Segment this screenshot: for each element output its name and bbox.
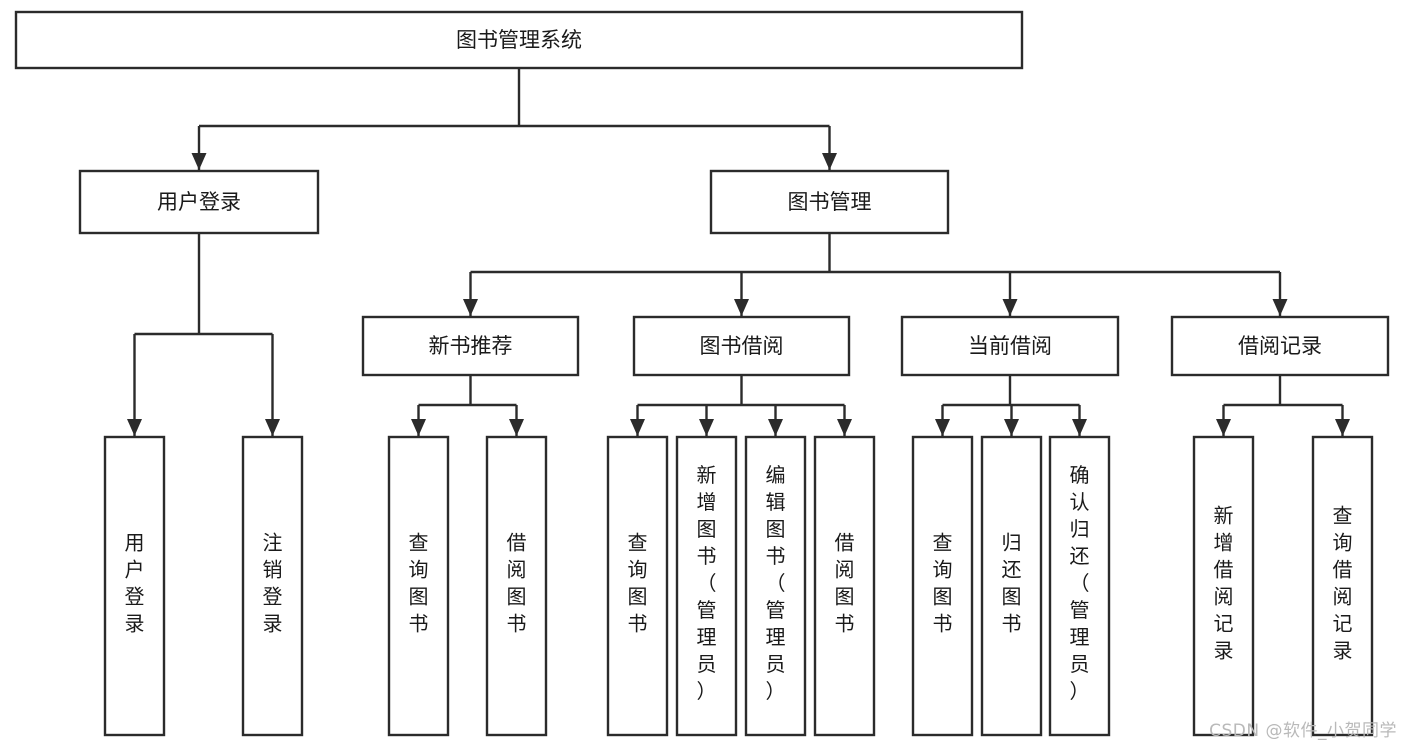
root-label: 图书管理系统 (456, 28, 582, 52)
leaf-label: 用户登录 (125, 531, 145, 636)
leaf-box[interactable] (387, 435, 450, 737)
arrow-head-icon (463, 299, 478, 316)
leaf-box[interactable] (980, 435, 1043, 737)
arrow-head-icon (1002, 299, 1018, 316)
level2-node[interactable]: 当前借阅 (900, 315, 1120, 377)
level2-node[interactable]: 借阅记录 (1170, 315, 1390, 377)
level2-box[interactable] (1170, 315, 1390, 377)
leaf-label: 新增图书（管理员） (697, 463, 717, 703)
leaf-box[interactable] (485, 435, 548, 737)
arrow-head-icon (1272, 299, 1288, 316)
leaf-node[interactable]: 新增图书（管理员） (675, 435, 738, 737)
arrow-head-icon (509, 419, 524, 436)
leaf-node[interactable]: 确认归还（管理员） (1048, 435, 1111, 737)
leaf-label: 查询图书 (628, 531, 648, 636)
leaf-label: 确认归还（管理员） (1070, 463, 1090, 703)
leaf-node[interactable]: 归还图书 (980, 435, 1043, 737)
leaf-node[interactable]: 查询借阅记录 (1311, 435, 1374, 737)
arrow-head-icon (411, 419, 426, 436)
arrow-head-icon (630, 419, 645, 436)
csdn-watermark: CSDN @软件_小贺同学 (1209, 721, 1397, 741)
leaf-label: 查询图书 (409, 531, 429, 636)
leaf-node[interactable]: 查询图书 (911, 435, 974, 737)
arrow-head-icon (1072, 419, 1087, 436)
leaf-node[interactable]: 查询图书 (387, 435, 450, 737)
arrow-head-icon (935, 419, 950, 436)
level2-box[interactable] (900, 315, 1120, 377)
leaf-node[interactable]: 借阅图书 (485, 435, 548, 737)
leaf-box[interactable] (911, 435, 974, 737)
level1-node[interactable]: 图书管理 (709, 169, 950, 235)
root-node[interactable]: 图书管理系统 (14, 10, 1024, 70)
level1-box[interactable] (709, 169, 950, 235)
leaf-node[interactable]: 查询图书 (606, 435, 669, 737)
arrow-head-icon (768, 419, 783, 436)
level2-label: 图书借阅 (700, 334, 784, 358)
arrow-head-icon (734, 299, 749, 316)
leaf-box[interactable] (103, 435, 166, 737)
node-layer: 图书管理系统用户登录图书管理新书推荐图书借阅当前借阅借阅记录用户登录注销登录查询… (14, 10, 1390, 737)
leaf-box[interactable] (744, 435, 807, 737)
leaf-label: 查询借阅记录 (1333, 504, 1353, 663)
leaf-node[interactable]: 新增借阅记录 (1192, 435, 1255, 737)
arrow-head-icon (127, 419, 142, 436)
level2-label: 借阅记录 (1238, 334, 1322, 358)
leaf-box[interactable] (1192, 435, 1255, 737)
arrow-head-icon (1335, 419, 1350, 436)
leaf-box[interactable] (675, 435, 738, 737)
level1-node[interactable]: 用户登录 (78, 169, 320, 235)
leaf-node[interactable]: 编辑图书（管理员） (744, 435, 807, 737)
arrow-head-icon (837, 419, 852, 436)
leaf-box[interactable] (813, 435, 876, 737)
leaf-label: 借阅图书 (507, 531, 527, 636)
leaf-label: 借阅图书 (835, 531, 855, 636)
leaf-box[interactable] (1048, 435, 1111, 737)
level2-label: 当前借阅 (968, 334, 1052, 358)
leaf-label: 归还图书 (1002, 531, 1022, 636)
arrow-head-icon (822, 153, 837, 170)
arrow-head-icon (699, 419, 714, 436)
leaf-node[interactable]: 用户登录 (103, 435, 166, 737)
arrow-head-icon (1004, 419, 1019, 436)
arrow-head-icon (191, 153, 207, 170)
level2-node[interactable]: 新书推荐 (361, 315, 580, 377)
level2-node[interactable]: 图书借阅 (632, 315, 851, 377)
leaf-label: 编辑图书（管理员） (766, 463, 786, 703)
level2-box[interactable] (361, 315, 580, 377)
leaf-node[interactable]: 借阅图书 (813, 435, 876, 737)
leaf-box[interactable] (241, 435, 304, 737)
leaf-node[interactable]: 注销登录 (241, 435, 304, 737)
level1-box[interactable] (78, 169, 320, 235)
level1-label: 用户登录 (157, 190, 241, 214)
level2-box[interactable] (632, 315, 851, 377)
arrow-head-icon (1216, 419, 1231, 436)
level1-label: 图书管理 (788, 190, 872, 214)
leaf-label: 新增借阅记录 (1214, 504, 1234, 663)
leaf-label: 查询图书 (933, 531, 953, 636)
level2-label: 新书推荐 (429, 334, 513, 358)
arrow-head-icon (265, 419, 280, 436)
leaf-box[interactable] (606, 435, 669, 737)
leaf-box[interactable] (1311, 435, 1374, 737)
leaf-label: 注销登录 (263, 531, 283, 636)
root-box[interactable] (14, 10, 1024, 70)
connector-layer (127, 68, 1350, 436)
